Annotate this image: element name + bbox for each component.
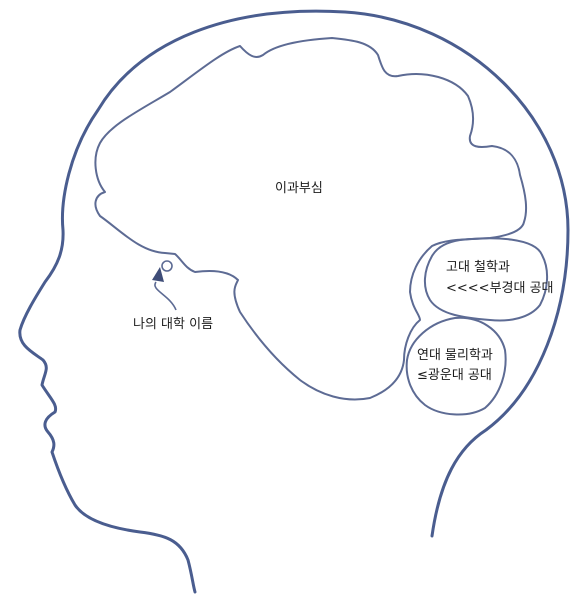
pointer-line <box>154 281 177 311</box>
upper-lobe-label-line2: <<<<부경대 공대 <box>446 281 554 296</box>
upper-lobe-outline <box>424 237 548 322</box>
tiny-region-label: 나의 대학 이름 <box>133 317 214 332</box>
arrow-up-icon <box>152 267 164 282</box>
lower-lobe-outline <box>405 316 507 416</box>
lower-lobe-label-line2: ≤광운대 공대 <box>417 368 492 383</box>
head-outline <box>18 9 570 594</box>
tiny-region-circle <box>161 260 173 272</box>
brain-outline <box>94 37 528 401</box>
brain-main-label: 이과부심 <box>275 181 323 196</box>
upper-lobe-label-line1: 고대 철학과 <box>446 260 510 275</box>
lower-lobe-label-line1: 연대 물리학과 <box>417 348 493 363</box>
